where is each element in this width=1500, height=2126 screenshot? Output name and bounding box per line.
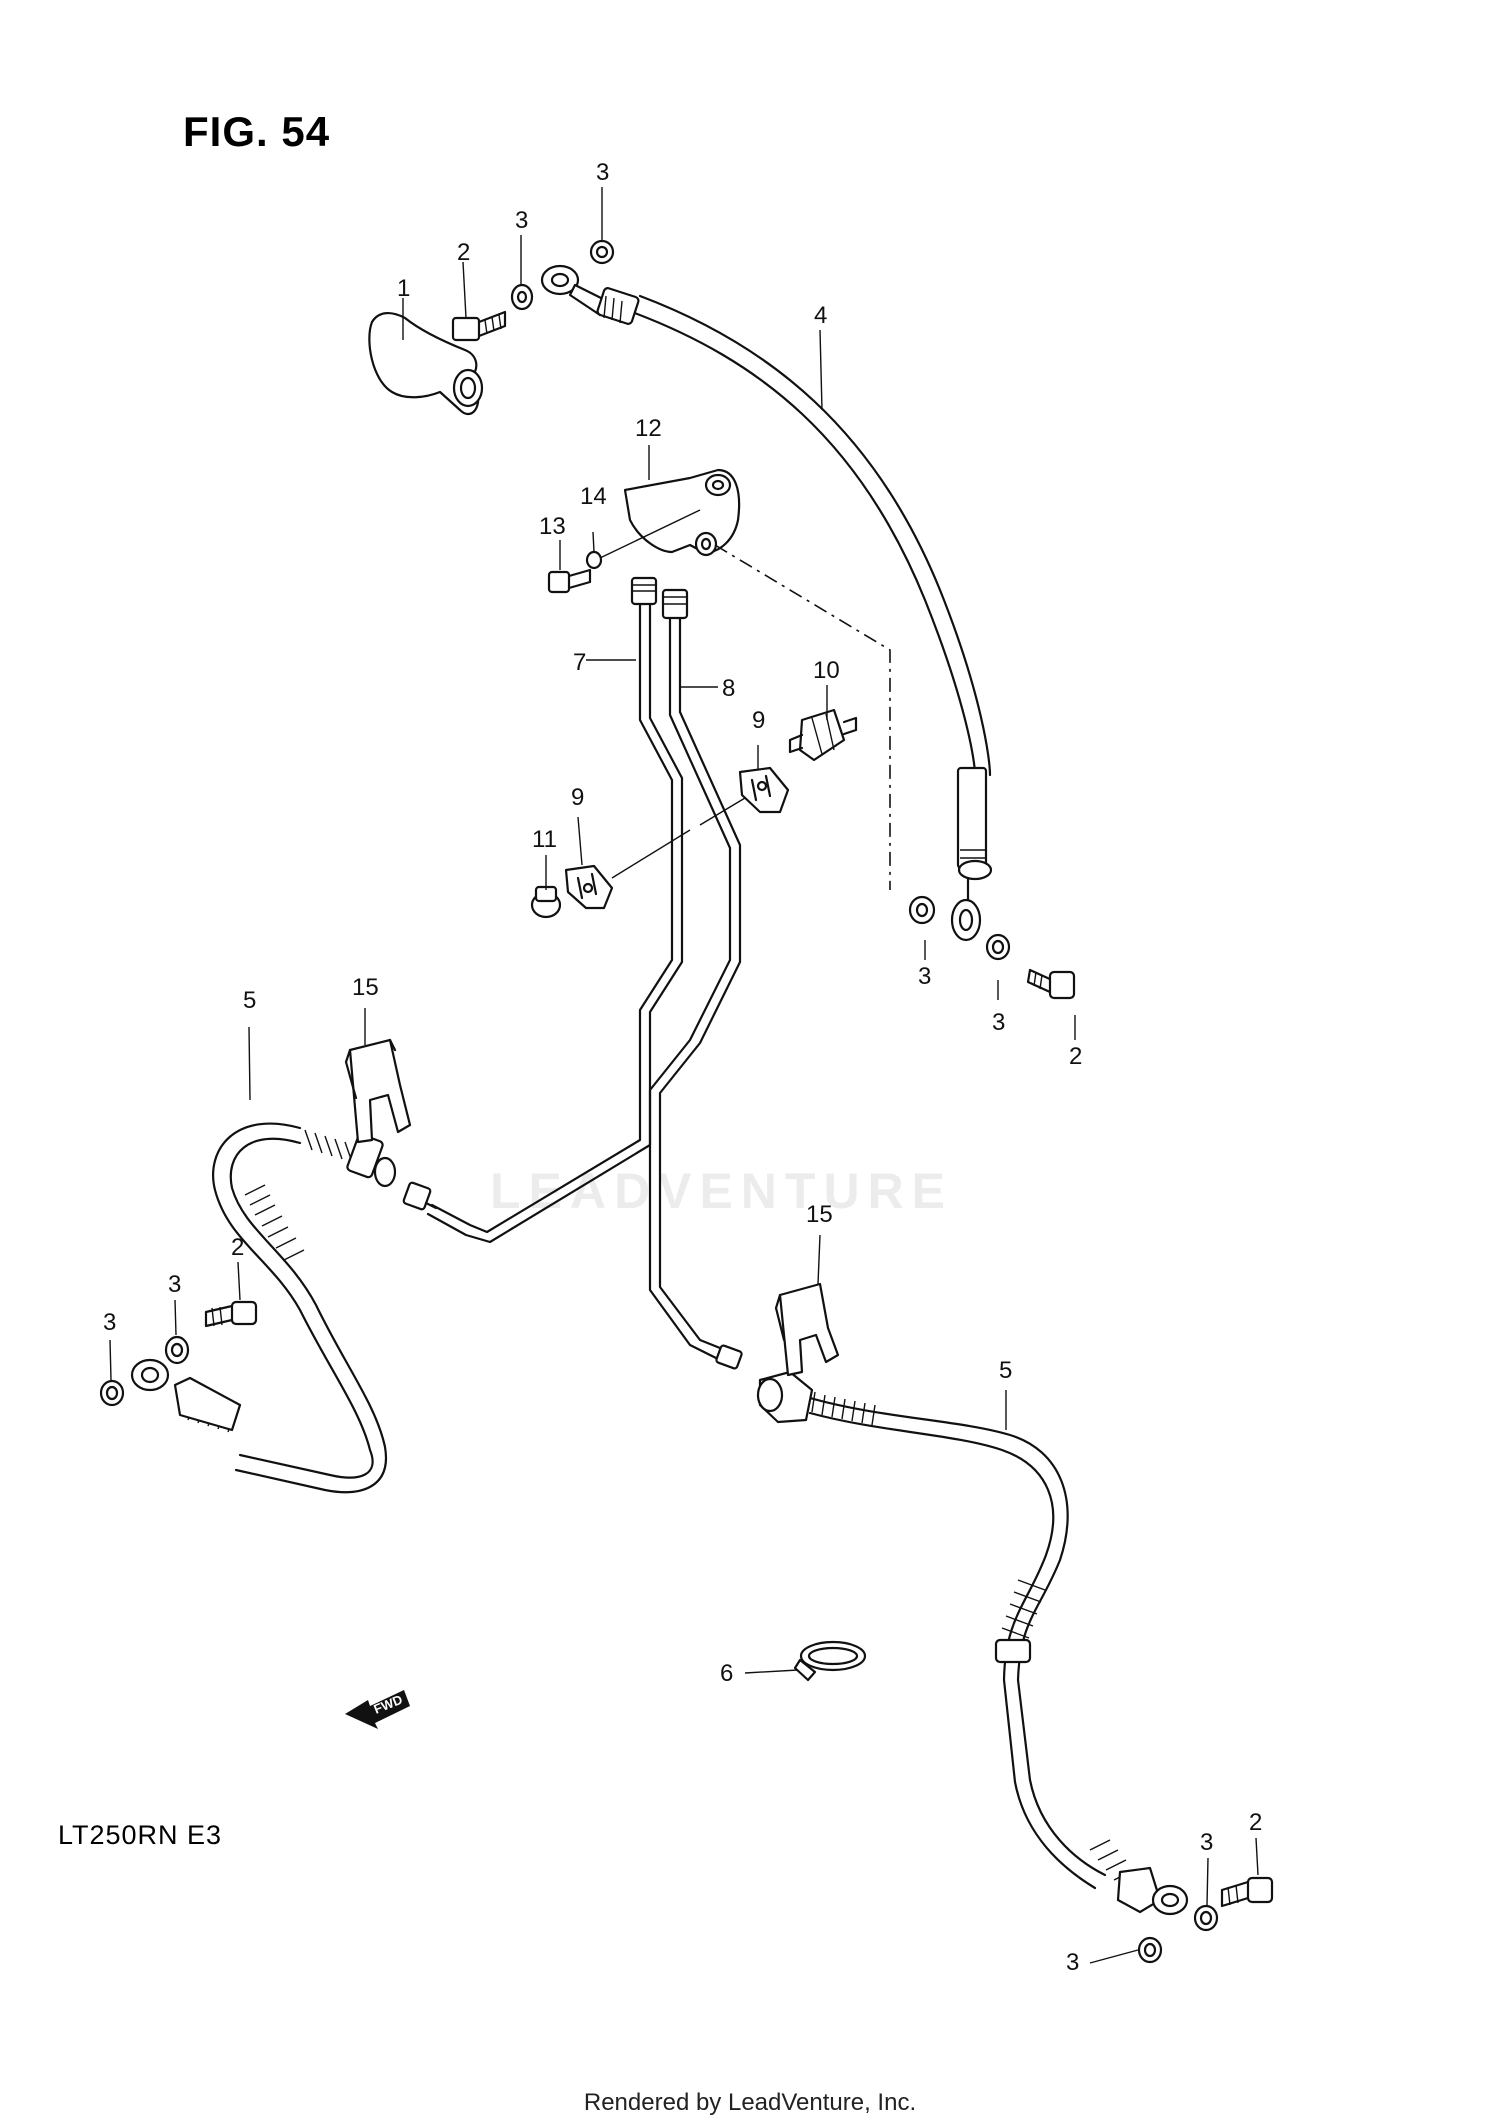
callout-9: 9: [752, 707, 765, 734]
gasket-washers-right: [1137, 1904, 1219, 1964]
brake-hose-left: [130, 1122, 397, 1494]
callout-15: 15: [806, 1201, 833, 1228]
brake-hose-clip: [793, 1640, 867, 1682]
callout-3: 3: [103, 1309, 116, 1336]
callout-3: 3: [515, 207, 528, 234]
brake-pipe-no2: [648, 588, 743, 1370]
callout-7: 7: [573, 649, 586, 676]
callout-2: 2: [1249, 1809, 1262, 1836]
callout-3: 3: [596, 159, 609, 186]
callout-13: 13: [539, 513, 566, 540]
callout-3: 3: [918, 963, 931, 990]
callout-2: 2: [457, 239, 470, 266]
union-bolt-right-upper: [985, 933, 1076, 1000]
union-bolt-left: [204, 1300, 258, 1328]
callout-14: 14: [580, 483, 607, 510]
union-bolt-right-lower: [1220, 1876, 1274, 1908]
brake-hose-clamp-right: [774, 1282, 840, 1377]
forward-direction-arrow: FWD: [345, 1690, 410, 1729]
footer-credit: Rendered by LeadVenture, Inc.: [583, 2089, 917, 2116]
brake-joint-bracket: [623, 468, 741, 557]
callout-5: 5: [243, 987, 256, 1014]
callout-5: 5: [999, 1357, 1012, 1384]
brake-hose-right: [756, 1370, 1189, 1916]
callout-8: 8: [722, 675, 735, 702]
brake-pipe-no1: [426, 576, 684, 1244]
gasket-washers-top: [510, 239, 615, 311]
clamp-nut: [530, 885, 562, 919]
callout-9: 9: [571, 784, 584, 811]
leader-lines: [109, 187, 1259, 1964]
callout-2: 2: [1069, 1043, 1082, 1070]
callout-3: 3: [992, 1009, 1005, 1036]
bracket-washer: [585, 550, 603, 570]
brake-pipe-clamp-lower: [564, 864, 614, 910]
brake-hose-grommet: [788, 708, 858, 762]
watermark: LEADVENTURE: [490, 1163, 954, 1219]
callouts: 1 2 3 3 4 12 14 13 7 8 10 9 9 11 3 3 2 5…: [103, 159, 1262, 1976]
union-bolt-top: [451, 310, 507, 342]
bracket-bolt: [547, 568, 592, 594]
callout-15: 15: [352, 974, 379, 1001]
pipe-end-fitting-left: [402, 1181, 438, 1211]
gasket-washers-left: [99, 1335, 190, 1407]
figure-title: FIG. 54: [183, 108, 331, 155]
brake-hose-clamp-left: [344, 1038, 412, 1144]
callout-3: 3: [1200, 1829, 1213, 1856]
brake-pipe-clamp-upper: [738, 766, 790, 814]
callout-10: 10: [813, 657, 840, 684]
model-code: LT250RN E3: [58, 1820, 223, 1850]
callout-3: 3: [168, 1271, 181, 1298]
callout-11: 11: [532, 826, 557, 853]
callout-12: 12: [635, 415, 662, 442]
callout-3: 3: [1066, 1949, 1079, 1976]
callout-4: 4: [814, 302, 827, 329]
callout-2: 2: [231, 1234, 244, 1261]
brake-hose-upper: [540, 264, 993, 942]
callout-6: 6: [720, 1660, 733, 1687]
brake-protector-cap: [368, 312, 484, 416]
callout-1: 1: [397, 275, 410, 302]
